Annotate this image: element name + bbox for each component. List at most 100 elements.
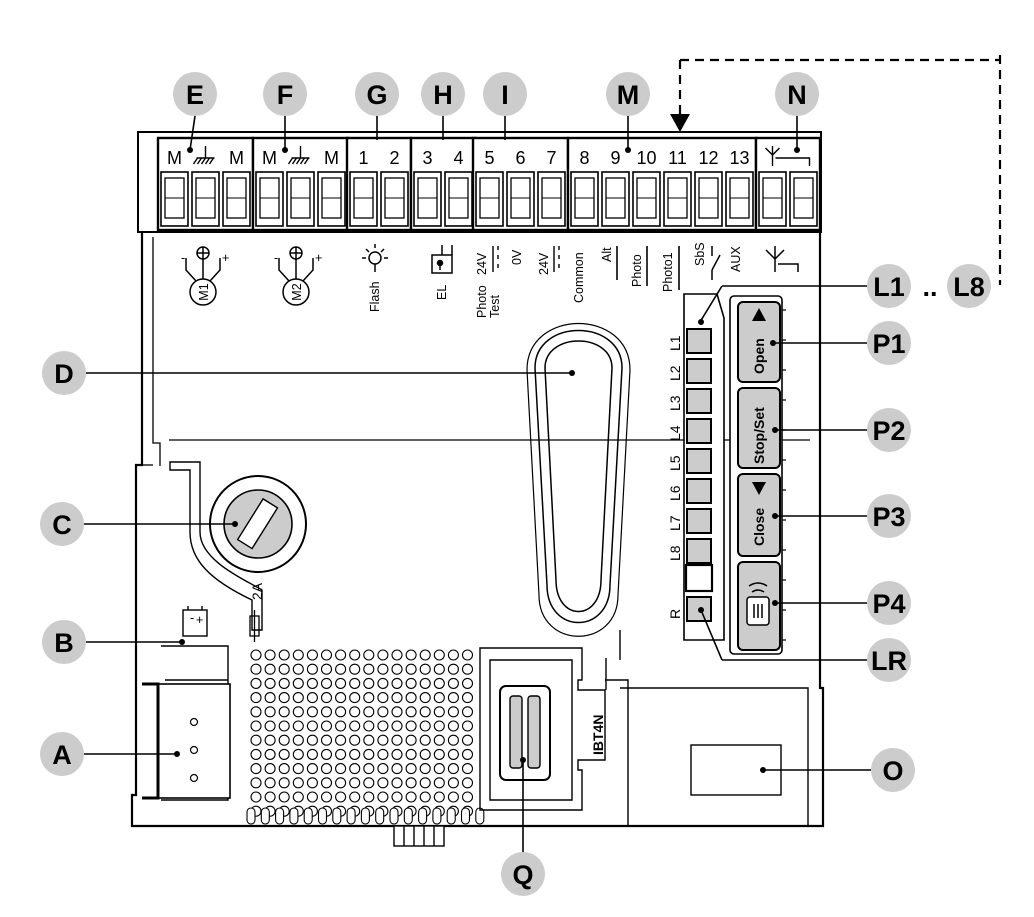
callout-l8-label: L8 — [953, 272, 985, 302]
antenna-wire-dashed — [678, 55, 1002, 285]
led-l2 — [686, 358, 712, 384]
radio-button[interactable] — [737, 561, 781, 651]
terminal-antenna-icon — [765, 146, 811, 166]
m1-plus: + — [222, 251, 229, 265]
terminal-label: 8 — [579, 148, 589, 168]
stop-set-button[interactable]: Stop/Set — [737, 387, 781, 469]
earth-ground-icon — [287, 146, 310, 165]
close-button[interactable]: Close — [737, 473, 781, 557]
screw-terminal — [160, 171, 189, 227]
terminal-label: M — [167, 148, 182, 168]
screw-terminal — [413, 171, 442, 227]
led-blank-slot — [684, 563, 714, 593]
callout-f: F — [263, 72, 307, 116]
callout-c-label: C — [52, 510, 72, 540]
terminal-label: 4 — [453, 148, 463, 168]
no-contact-sbs — [711, 246, 721, 280]
screw-terminal — [663, 171, 692, 227]
screw-terminal — [758, 171, 787, 227]
callout-p2-label: P2 — [872, 416, 905, 446]
led-label: L2 — [667, 365, 683, 381]
screw-terminal — [222, 171, 251, 227]
open-button-label: Open — [751, 338, 767, 374]
led-l6 — [686, 478, 712, 504]
electric-lock-icon — [431, 245, 453, 274]
screw-terminal — [506, 171, 535, 227]
down-arrow-icon — [752, 482, 766, 495]
m1-minus: - — [181, 251, 185, 265]
callout-q-label: Q — [512, 860, 533, 890]
led-l7 — [686, 508, 712, 534]
screw-terminal — [475, 171, 504, 227]
callout-p4: P4 — [867, 581, 911, 625]
callout-p1-label: P1 — [872, 329, 905, 359]
callout-n: N — [775, 72, 819, 116]
led-l8 — [686, 538, 712, 564]
terminal-label: 6 — [515, 148, 525, 168]
callout-n-label: N — [787, 80, 807, 110]
callout-a: A — [40, 732, 84, 776]
earth-ground-icon — [192, 146, 215, 165]
receiver-slot — [526, 322, 631, 637]
terminal-label: 5 — [484, 148, 494, 168]
callout-i-label: I — [501, 80, 509, 110]
callout-b: B — [42, 620, 86, 664]
screw-terminal — [725, 171, 754, 227]
led-l1 — [686, 328, 712, 354]
screw-terminal — [286, 171, 315, 227]
terminal-label: 3 — [422, 148, 432, 168]
flash-label: Flash — [368, 281, 382, 312]
callout-o: O — [871, 748, 915, 792]
motor-m2-symbol — [278, 246, 314, 306]
m2-minus: - — [274, 251, 278, 265]
led-label: L5 — [667, 455, 683, 471]
led-label: L6 — [667, 485, 683, 501]
power-connector — [142, 682, 231, 800]
callout-d-label: D — [54, 359, 74, 389]
radio-remote-icon — [746, 582, 770, 626]
m2-plus: + — [315, 251, 322, 265]
callout-i: I — [483, 72, 527, 116]
terminal-label: 7 — [546, 148, 556, 168]
el-label: EL — [435, 285, 449, 300]
callout-p4-label: P4 — [872, 589, 905, 619]
test-label: Test — [488, 295, 502, 318]
callout-lr: LR — [867, 638, 911, 682]
callout-range-separator: .. — [922, 272, 937, 302]
callout-p3-label: P3 — [872, 502, 905, 532]
aux-label: AUX — [729, 246, 743, 272]
terminal-label: 9 — [610, 148, 620, 168]
antenna-symbol-icon — [765, 246, 799, 272]
led-label: R — [667, 609, 683, 619]
terminal-label: 2 — [389, 148, 399, 168]
callout-g: G — [355, 72, 399, 116]
alt-label: Alt — [600, 247, 614, 262]
callout-a-label: A — [52, 740, 72, 770]
screw-terminal — [789, 171, 818, 227]
fuse-symbol-icon — [249, 610, 260, 642]
antenna-wire-arrow — [670, 114, 690, 132]
terminal-label: 10 — [636, 148, 656, 168]
fuse-rating-label: 2A — [249, 582, 265, 600]
close-button-label: Close — [751, 508, 767, 546]
ventilation-slots — [246, 807, 485, 825]
led-l3 — [686, 388, 712, 414]
callout-f-label: F — [277, 80, 294, 110]
sbs-label: SbS — [693, 242, 707, 266]
flash-lamp-icon — [362, 244, 388, 272]
ibt4n-label: IBT4N — [590, 715, 606, 755]
fuse-holder — [169, 461, 307, 631]
led-label: L3 — [667, 395, 683, 411]
dc-symbol-24v — [553, 246, 560, 272]
callout-h: H — [421, 72, 465, 116]
callout-l1: L1 — [867, 264, 911, 308]
terminal-label: M — [324, 148, 339, 168]
callout-e: E — [173, 72, 217, 116]
screw-terminal — [317, 171, 346, 227]
terminal-label: 1 — [358, 148, 368, 168]
open-button[interactable]: Open — [737, 301, 781, 383]
callout-c: C — [40, 502, 84, 546]
